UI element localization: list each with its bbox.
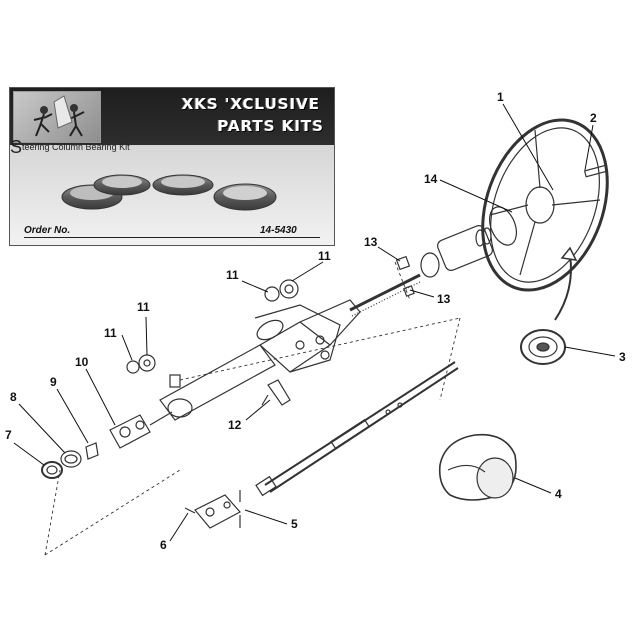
cowl <box>438 433 517 501</box>
leader-lines <box>13 103 616 542</box>
kit-name: Steering Column Bearing Kit <box>10 137 130 158</box>
kit-name-initial: S <box>10 137 23 157</box>
universal-joint <box>109 411 173 449</box>
callout-8: 8 <box>10 390 17 404</box>
callout-11-bush-d: 11 <box>318 249 331 263</box>
callout-3: 3 <box>619 350 626 364</box>
callout-1: 1 <box>497 90 504 104</box>
promo-title-line1: XKS 'XCLUSIVE <box>181 95 320 113</box>
people-illustration-icon <box>13 91 101 143</box>
callout-11-bush-a: 11 <box>104 326 117 340</box>
callout-6: 6 <box>160 538 167 552</box>
callout-7: 7 <box>5 428 12 442</box>
horn-push <box>520 329 566 365</box>
callout-13-upper: 13 <box>364 235 378 249</box>
callout-13-lower: 13 <box>437 292 451 306</box>
steering-wheel <box>481 118 609 292</box>
callout-9: 9 <box>50 375 57 389</box>
parts-kit-promo-card: XKS 'XCLUSIVE PARTS KITS <box>9 87 335 246</box>
callout-11-bush-b: 11 <box>137 300 150 314</box>
promo-title-line2: PARTS KITS <box>217 117 324 135</box>
kit-name-rest: teering Column Bearing Kit <box>22 142 130 152</box>
lower-seal-parts <box>41 442 99 479</box>
callout-2: 2 <box>590 111 597 125</box>
callout-14: 14 <box>424 172 438 186</box>
column-upper-hub <box>420 206 518 278</box>
order-number: 14-5430 <box>260 225 297 236</box>
dashed-guide-lines <box>44 261 461 556</box>
bearing-rings-image <box>61 174 277 211</box>
promo-body <box>10 145 334 245</box>
lower-shaft <box>255 361 459 497</box>
order-label: Order No. <box>24 225 71 236</box>
callout-12: 12 <box>228 418 242 432</box>
order-underline <box>24 237 320 238</box>
lower-joint <box>184 490 241 529</box>
promo-header: XKS 'XCLUSIVE PARTS KITS <box>10 88 334 145</box>
callout-4: 4 <box>555 487 562 501</box>
column-tube <box>159 299 361 421</box>
callout-11-bush-c: 11 <box>226 268 239 282</box>
callout-5: 5 <box>291 517 298 531</box>
callout-10: 10 <box>75 355 89 369</box>
